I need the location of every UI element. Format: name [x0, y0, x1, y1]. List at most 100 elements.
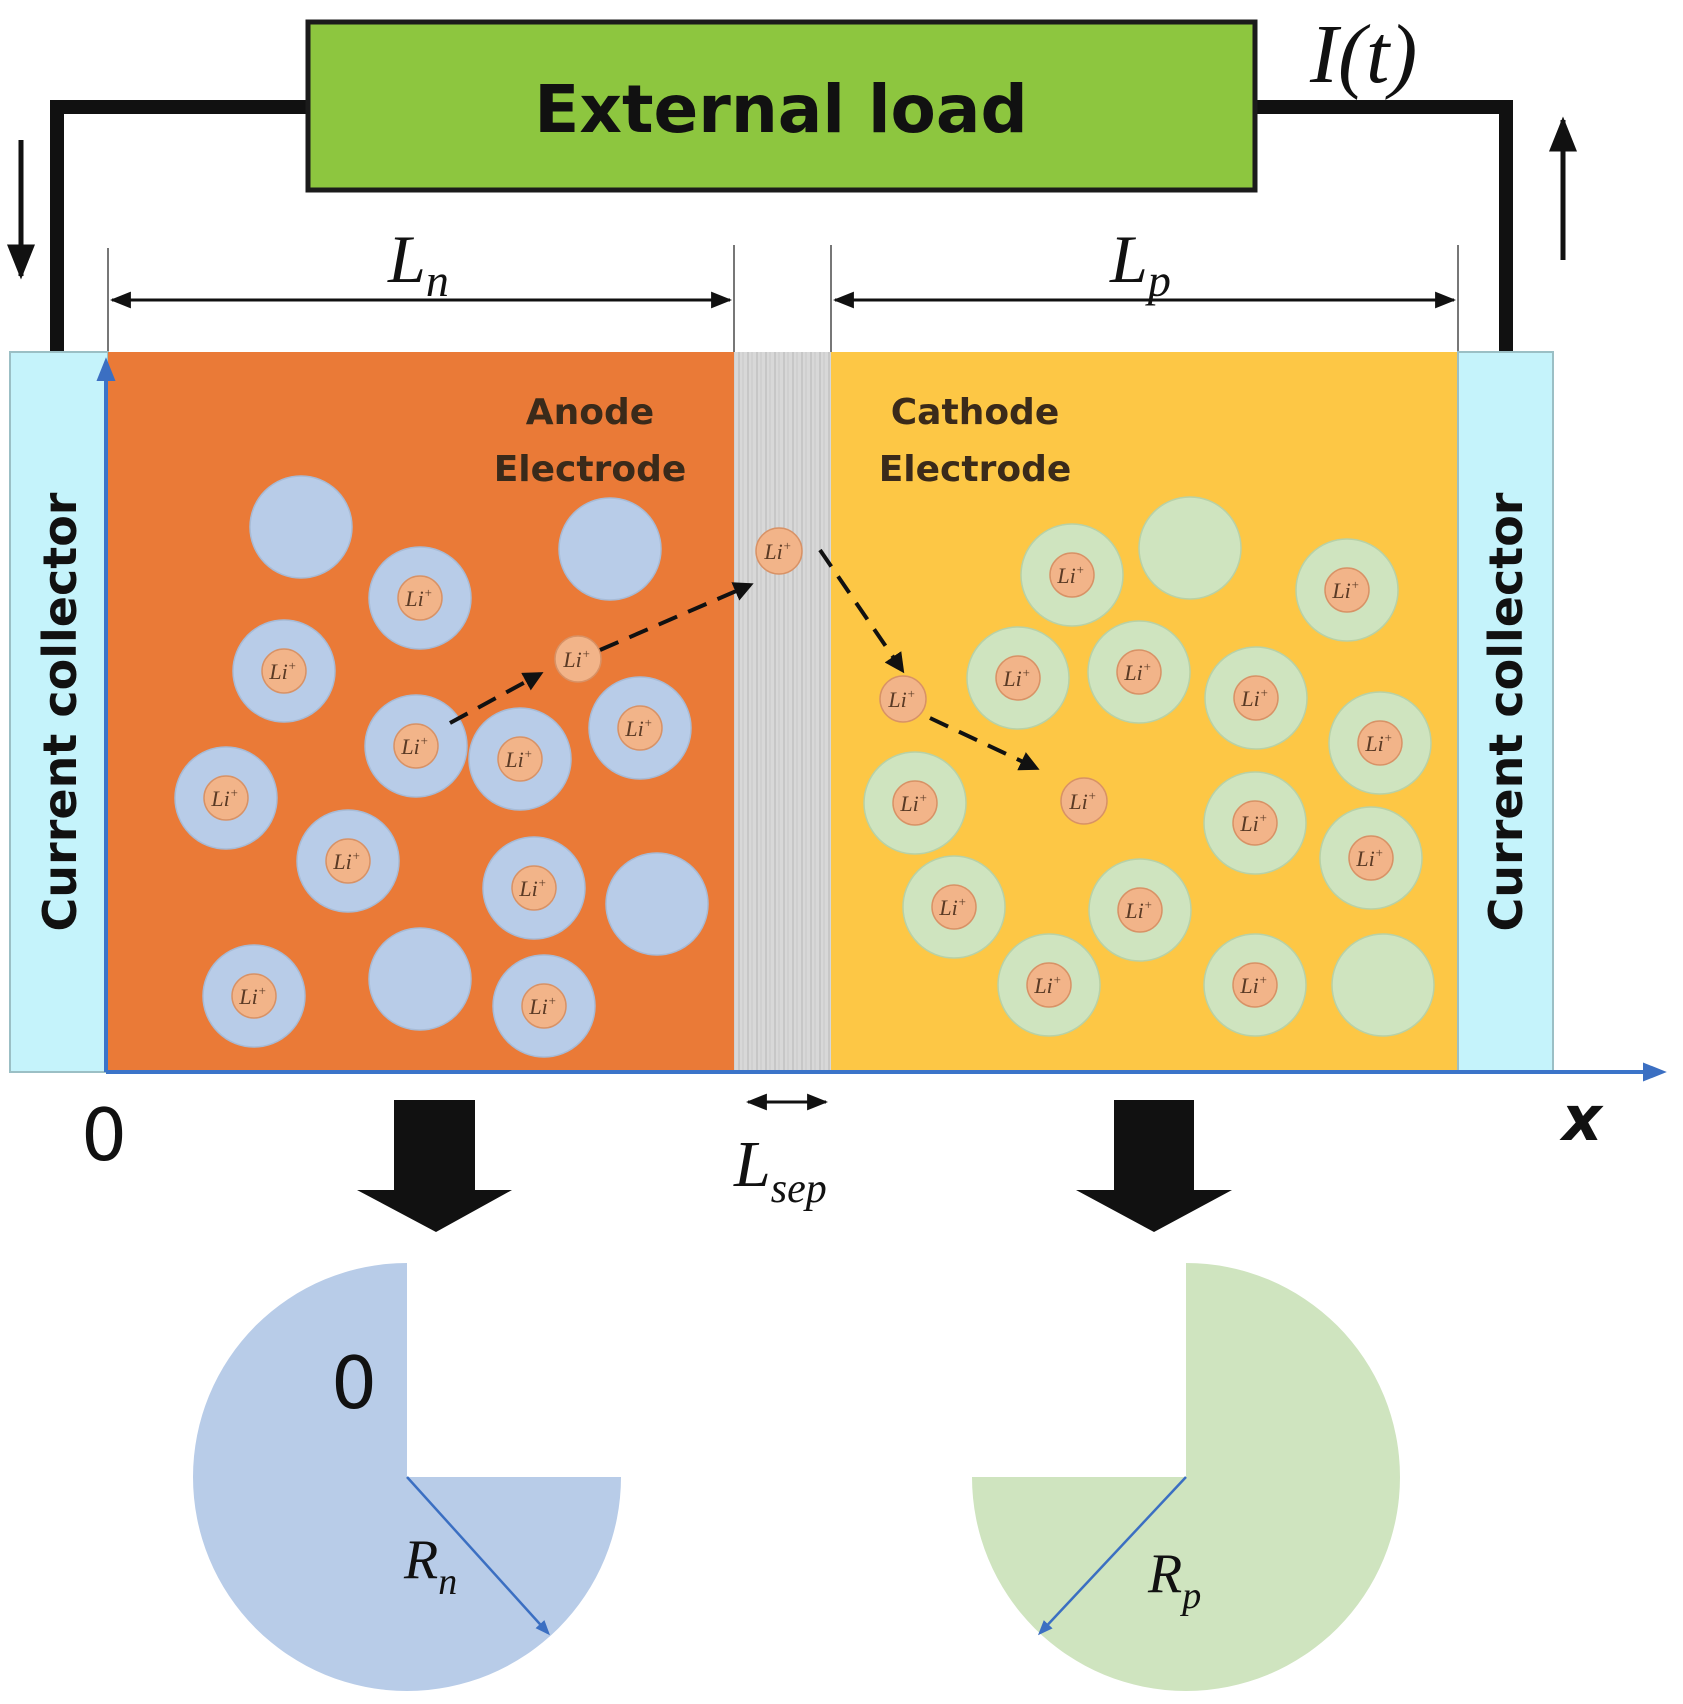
li-ion: Li+ — [617, 705, 663, 751]
li-ion-circle — [397, 575, 443, 621]
cathode-particle: Li+ — [1088, 858, 1192, 962]
li-ion: Li+ — [1049, 552, 1095, 598]
li-ion-circle — [995, 655, 1041, 701]
origin-label: 0 — [81, 1093, 127, 1177]
anode-particle-detail: 0 Rn — [193, 1263, 621, 1691]
li-ion-circle — [1049, 552, 1095, 598]
li-ion: Li+ — [1357, 720, 1403, 766]
current-collector-right-label: Current collector — [1479, 492, 1533, 931]
li-ion: Li+ — [497, 736, 543, 782]
anode-particle — [249, 475, 353, 579]
cathode-radius-label: Rp — [1147, 1543, 1201, 1617]
cathode-particle: Li+ — [1203, 933, 1307, 1037]
separator-length-base: L — [733, 1128, 771, 1201]
li-ion: Li+ — [511, 865, 557, 911]
cathode-particle: Li+ — [1020, 523, 1124, 627]
li-ion-circle — [1117, 887, 1163, 933]
li-ion: Li+ — [1026, 962, 1072, 1008]
li-ion: Li+ — [325, 838, 371, 884]
current-label: I(t) — [1309, 8, 1417, 101]
li-ion: Li+ — [521, 983, 567, 1029]
anode-particle: Li+ — [482, 836, 586, 940]
cathode-particle: Li+ — [966, 626, 1070, 730]
anode-particle: Li+ — [492, 954, 596, 1058]
li-ion-circle — [521, 983, 567, 1029]
migration-arrow-1 — [449, 672, 544, 725]
li-ion: Li+ — [892, 780, 938, 826]
li-ion: Li+ — [393, 723, 439, 769]
li-ion: Li+ — [1116, 649, 1162, 695]
cathode-particle-body — [1138, 496, 1242, 600]
migration-arrow-2 — [599, 582, 754, 652]
cathode-label-line2: Electrode — [879, 449, 1072, 490]
free-li-ion: Li+ — [1060, 777, 1108, 825]
cathode-length-sub: p — [1145, 255, 1171, 306]
current-collector-left-label: Current collector — [33, 492, 87, 931]
external-circuit: External load I(t) — [7, 8, 1577, 357]
li-ion: Li+ — [1233, 675, 1279, 721]
migration-arrow-4 — [929, 716, 1040, 771]
anode-particle-body — [558, 497, 662, 601]
coordinate-axes: 0 x Lsep — [81, 357, 1667, 1212]
li-ion-circle — [511, 865, 557, 911]
free-li-ion: Li+ — [879, 675, 927, 723]
anode-particle: Li+ — [202, 944, 306, 1048]
separator — [734, 352, 831, 1072]
anode-particle — [605, 852, 709, 956]
anode-length-sub: n — [426, 255, 449, 306]
anode-particle-center-label: 0 — [331, 1341, 377, 1425]
migration-arrow-3 — [818, 548, 905, 674]
anode-particle: Li+ — [588, 676, 692, 780]
current-collector-right — [1457, 351, 1554, 1073]
particles: Li+ Li+ Li+ Li+ Li+ Li+ Li+ Li+ Li+ Li+ Li+ Li+ Li+ L… — [174, 475, 1435, 1058]
separator-length-sub: sep — [771, 1166, 827, 1212]
li-ion-circle — [892, 780, 938, 826]
separator-length-label: Lsep — [733, 1128, 827, 1212]
anode-particle: Li+ — [364, 694, 468, 798]
li-ion-circle — [231, 973, 277, 1019]
cathode-radius-sub: p — [1179, 1575, 1201, 1617]
dimension-markers: Ln Lp — [107, 221, 1459, 355]
anode-particle-body — [605, 852, 709, 956]
anode-particle — [558, 497, 662, 601]
cathode-radius-base: R — [1147, 1543, 1182, 1605]
anode-particle: Li+ — [174, 746, 278, 850]
li-ion-circle — [261, 648, 307, 694]
wire-right — [1255, 100, 1513, 357]
li-ion-label: Li+ — [1124, 897, 1152, 923]
li-ion-circle — [1060, 777, 1108, 825]
li-ion-circle — [325, 838, 371, 884]
li-ion: Li+ — [1232, 800, 1278, 846]
li-ion-circle — [1233, 675, 1279, 721]
li-ion: Li+ — [995, 655, 1041, 701]
cathode-particle — [1138, 496, 1242, 600]
cathode-particle: Li+ — [1203, 771, 1307, 875]
anode-length-base: L — [387, 221, 426, 297]
external-load-label: External load — [534, 71, 1027, 148]
li-ion-label: Li+ — [1364, 730, 1392, 756]
cathode-radius-arrow — [1037, 1476, 1187, 1636]
anode-radius-label: Rn — [403, 1529, 457, 1603]
anode-particle: Li+ — [232, 619, 336, 723]
li-ion-circle — [1026, 962, 1072, 1008]
cathode-particle: Li+ — [1319, 806, 1423, 910]
li-ion: Li+ — [1348, 835, 1394, 881]
cathode-particle: Li+ — [863, 751, 967, 855]
anode-particle: Li+ — [468, 707, 572, 811]
li-ion: Li+ — [1117, 887, 1163, 933]
anode-length-label: Ln — [387, 221, 449, 306]
anode-label-line2: Electrode — [494, 449, 687, 490]
li-ion-circle — [203, 775, 249, 821]
li-ion-circle — [931, 884, 977, 930]
li-ion-circle — [1116, 649, 1162, 695]
li-ion-circle — [879, 675, 927, 723]
li-ion: Li+ — [1232, 962, 1278, 1008]
current-collector-left — [9, 351, 109, 1073]
wire-left — [50, 100, 308, 357]
cathode-particle: Li+ — [1328, 691, 1432, 795]
zoom-arrow-cathode — [1076, 1100, 1232, 1232]
li-ion: Li+ — [397, 575, 443, 621]
anode-radius-arrow — [406, 1476, 551, 1636]
anode-particle: Li+ — [296, 809, 400, 913]
